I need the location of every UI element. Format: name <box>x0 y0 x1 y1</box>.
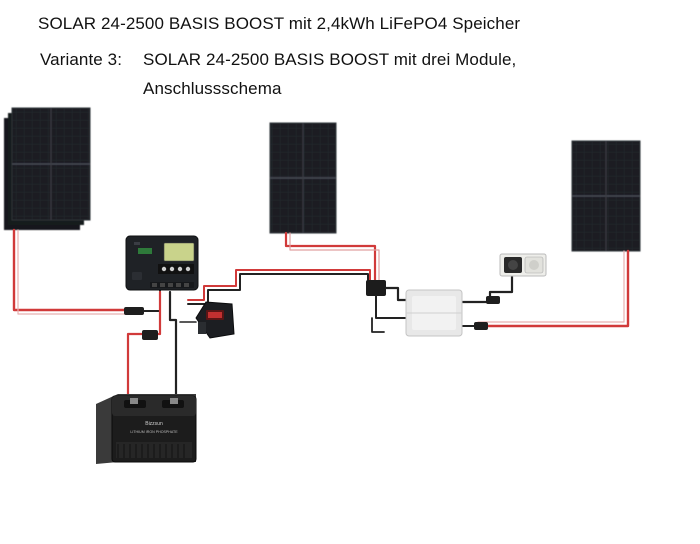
title: SOLAR 24-2500 BASIS BOOST mit 2,4kWh LiF… <box>38 14 521 33</box>
cables <box>12 228 630 422</box>
solar-panel-right <box>571 140 641 252</box>
battery: Bizzsun LITHIUM IRON PHOSPHATE <box>96 394 197 464</box>
subtitle-line-1: SOLAR 24-2500 BASIS BOOST mit drei Modul… <box>143 50 517 69</box>
wall-socket <box>499 253 547 277</box>
solar-panel-stack-left <box>4 107 91 230</box>
charge-controller <box>125 235 199 291</box>
subtitle-line-2: Anschlussschema <box>143 79 282 98</box>
boost-module <box>195 301 235 339</box>
subtitle-prefix: Variante 3: <box>40 50 123 69</box>
microinverter <box>405 289 463 337</box>
battery-label: LITHIUM IRON PHOSPHATE <box>130 430 178 434</box>
solar-panel-center <box>269 122 337 234</box>
battery-brand: Bizzsun <box>145 421 163 427</box>
